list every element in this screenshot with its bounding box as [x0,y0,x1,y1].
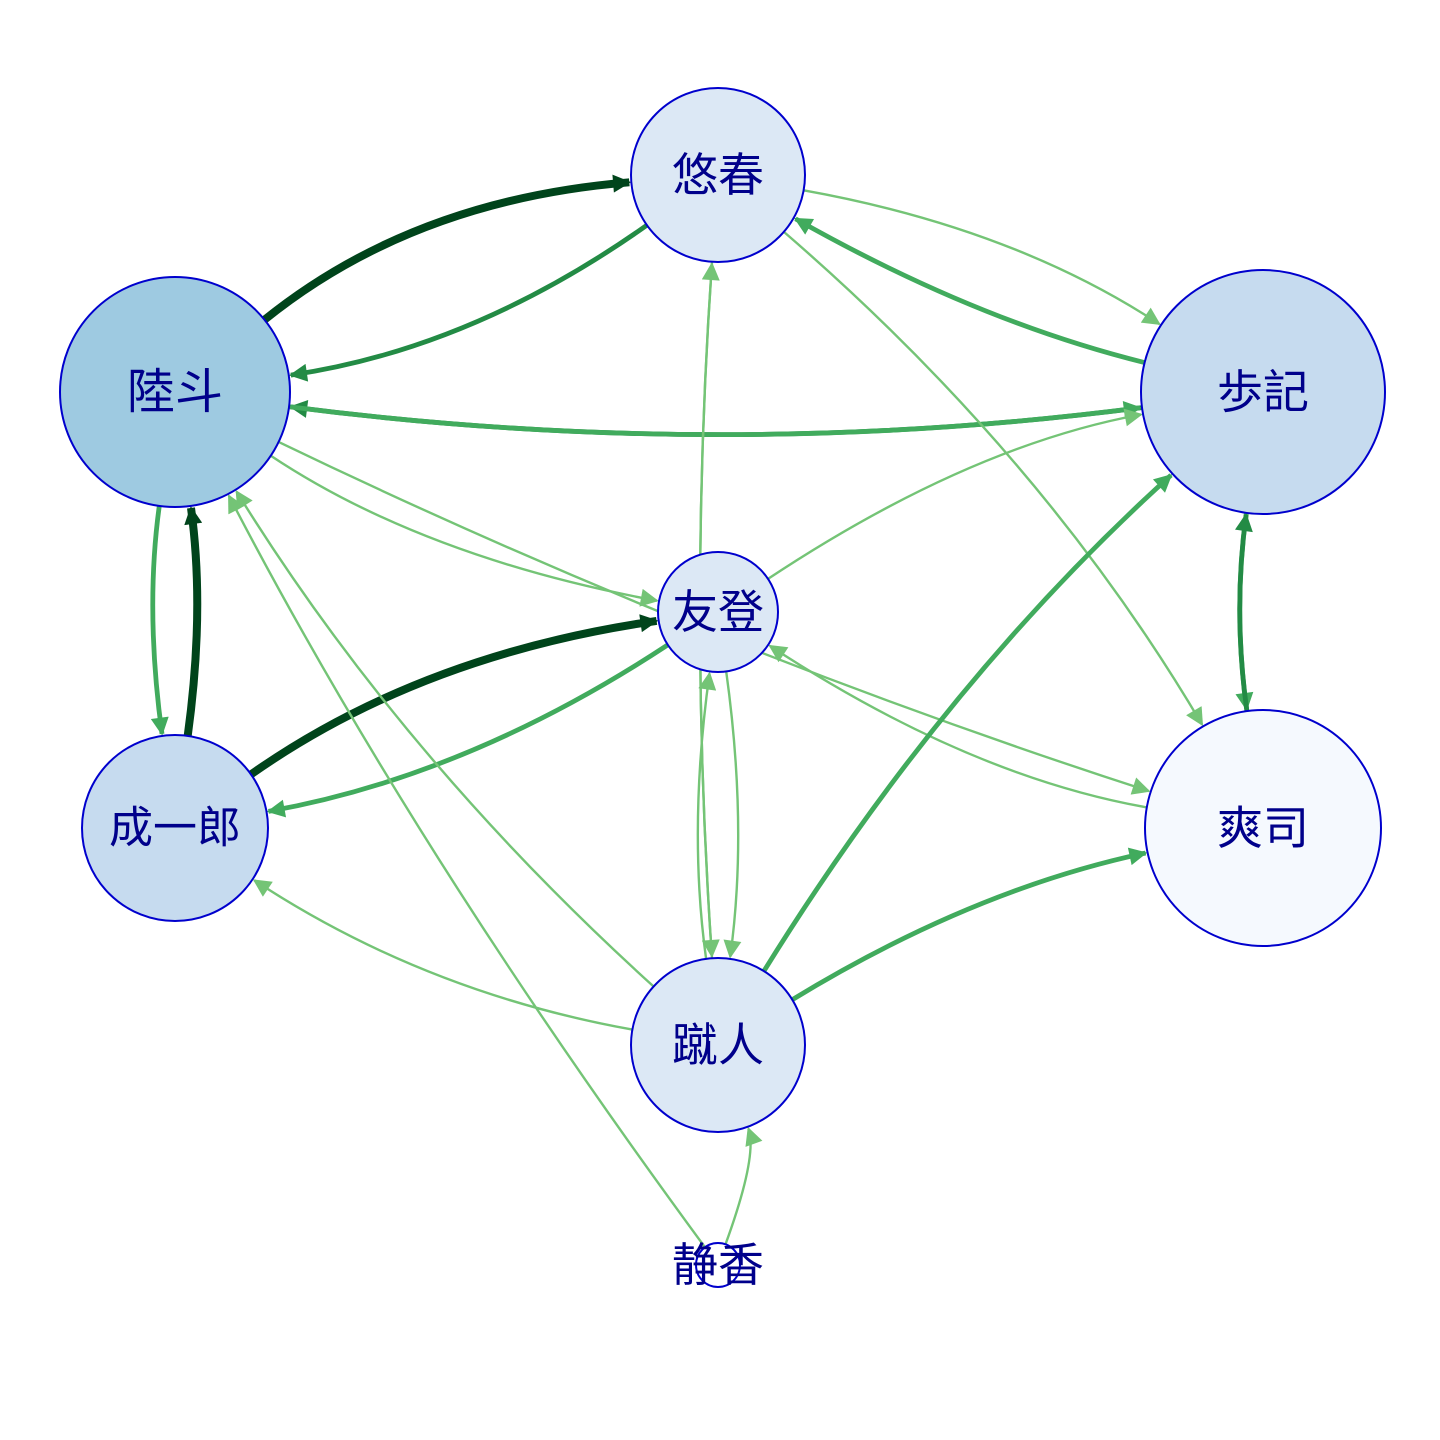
edge-yuharu-to-rikuto [289,223,649,382]
node-label-soji: 爽司 [1217,801,1309,855]
node-circle-ayuki [1140,269,1386,515]
edge-shuto-to-tomo [696,671,717,959]
edge-yuharu-to-soji [783,230,1204,727]
edge-shuto-to-soji [791,847,1148,1002]
node-circle-yuharu [630,87,806,263]
edge-rikuto-to-yuharu [261,174,632,323]
node-rikuto: 陸斗 [59,276,291,508]
edge-soji-to-ayuki [1234,513,1253,712]
node-shuto: 蹴人 [630,957,806,1133]
edge-seiichiro-to-tomo [248,614,659,778]
edge-ayuki-to-yuharu [793,216,1146,365]
edge-tomo-to-seiichiro [266,642,670,818]
edge-tomo-to-shuto [723,671,742,959]
node-label-seiichiro: 成一郎 [109,803,241,854]
node-ayuki: 歩記 [1140,269,1386,515]
node-label-shizuka: 静香 [672,1238,764,1292]
edge-shuto-to-seiichiro [252,879,633,1031]
node-label-ayuki: 歩記 [1217,365,1309,419]
edge-seiichiro-to-rikuto [183,506,203,737]
node-label-shuto: 蹴人 [672,1018,764,1072]
node-circle-shuto [630,957,806,1133]
node-shizuka: 静香 [672,1238,764,1292]
node-label-tomo: 友登 [672,585,764,639]
node-label-rikuto: 陸斗 [127,364,223,420]
edges-layer [150,174,1254,1249]
node-circle-shizuka [695,1242,741,1288]
node-seiichiro: 成一郎 [81,734,269,922]
edge-rikuto-to-seiichiro [150,505,169,736]
edge-shizuka-to-shuto [724,1126,763,1245]
node-yuharu: 悠春 [630,87,806,263]
node-circle-soji [1144,709,1382,947]
node-label-yuharu: 悠春 [672,148,764,202]
node-tomo: 友登 [657,551,779,673]
edge-shuto-to-rikuto [235,489,655,988]
edge-rikuto-to-tomo [270,454,659,607]
node-soji: 爽司 [1144,709,1382,947]
node-circle-rikuto [59,276,291,508]
edge-shizuka-to-rikuto [227,494,706,1249]
edge-soji-to-tomo [768,644,1148,809]
edge-tomo-to-ayuki [767,408,1143,580]
node-circle-seiichiro [81,734,269,922]
edge-shuto-to-ayuki [761,473,1173,973]
edge-rikuto-to-ayuki [288,400,1142,438]
node-circle-tomo [657,551,779,673]
edge-yuharu-to-ayuki [803,189,1161,326]
